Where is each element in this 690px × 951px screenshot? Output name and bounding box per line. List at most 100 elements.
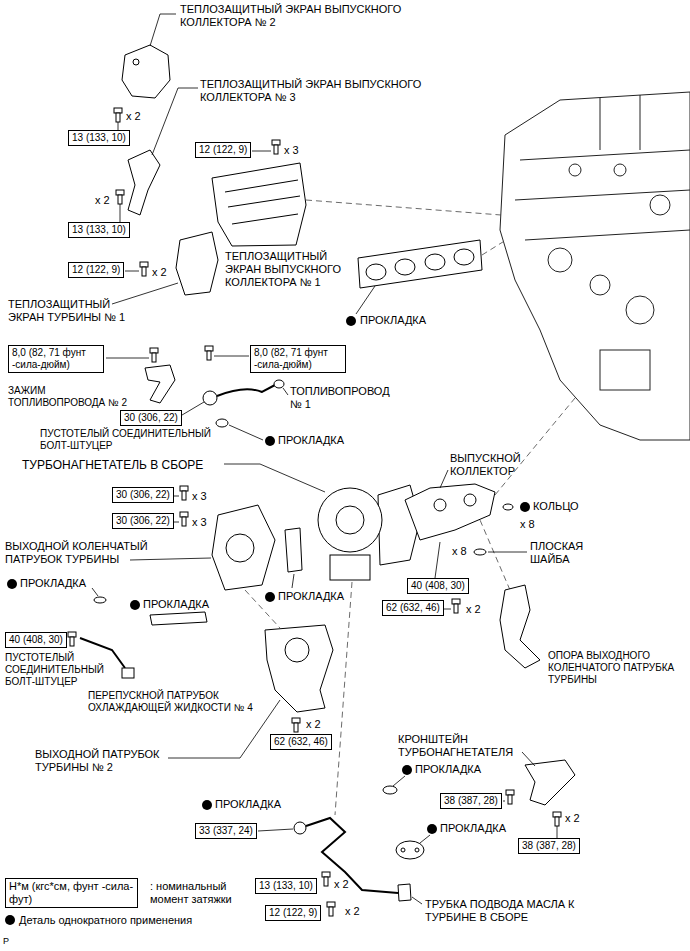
torque-box: 30 (306, 22): [112, 487, 174, 503]
torque-value: 30 (306, 22): [124, 412, 178, 424]
engine-block: [590, 275, 610, 295]
dashed-guide-line: [482, 240, 506, 255]
leader-line: [356, 286, 375, 314]
engine-block: [515, 95, 690, 240]
engine-block: [548, 248, 572, 272]
legend-row: Деталь однократного применения: [5, 914, 192, 926]
single-use-dot: [265, 436, 275, 446]
bolt-symbol: [140, 262, 148, 276]
part-label: ТОПЛИВОПРОВОД № 1: [290, 385, 398, 411]
single-use-dot: [265, 592, 275, 602]
gasket: [216, 419, 228, 427]
part-label: ЗАЖИМ ТОПЛИВОПРОВОДА № 2: [8, 385, 136, 409]
part-label: ПУСТОТЕЛЫЙ СОЕДИНИТЕЛЬНЫЙ БОЛТ-ШТУЦЕР: [5, 652, 115, 687]
bolt-symbol: [68, 108, 561, 916]
leader-line: [412, 897, 422, 904]
quantity-mark: x 3: [192, 516, 207, 529]
heat-shield: [128, 150, 160, 215]
leader-line: [488, 552, 527, 553]
gasket: [94, 240, 482, 859]
torque-value: 62 (632, 46): [386, 602, 440, 614]
turbine-outlet: [285, 638, 309, 662]
gasket: [383, 786, 397, 794]
bolt-symbol: [116, 190, 124, 204]
leader-line: [229, 425, 263, 440]
leader-line: [503, 801, 505, 802]
turbocharger: [318, 484, 513, 580]
part-label: ПРОКЛАДКА: [215, 798, 281, 811]
torque-box: 30 (306, 22): [120, 410, 182, 426]
turbine-outlet: [500, 585, 540, 668]
gasket: [454, 249, 474, 265]
leader-line: [118, 122, 119, 130]
heat-shield: [122, 45, 170, 98]
engine-block: [500, 92, 690, 440]
part-label: ТЕПЛОЗАЩИТНЫЙ ЭКРАН ТУРБИНЫ № 1: [8, 298, 138, 324]
torque-box: 30 (306, 22): [112, 513, 174, 529]
leader-line: [92, 588, 98, 596]
turbine-outlet: [226, 534, 254, 562]
gasket: [396, 841, 424, 859]
quantity-mark: x 2: [345, 905, 360, 918]
bolt-symbol: [272, 140, 280, 154]
torque-value: 30 (306, 22): [116, 489, 170, 501]
torque-value: 62 (632, 46): [274, 736, 328, 748]
bolt-symbol: [205, 346, 213, 360]
leader-line: [258, 829, 293, 831]
single-use-dot: [202, 800, 212, 810]
torque-box: 38 (387, 28): [440, 793, 502, 809]
bolt-symbol: [68, 632, 76, 646]
heat-shield: [212, 163, 306, 246]
torque-box: 8,0 (82, 71 фунт -сила-дюйм): [250, 345, 346, 373]
part-label: ТЕПЛОЗАЩИТНЫЙ ЭКРАН ВЫПУСКНОГО КОЛЛЕКТОР…: [180, 3, 420, 29]
turbocharger: [434, 499, 446, 511]
part-label: ПРОКЛАДКА: [415, 763, 481, 776]
dashed-guide-line: [480, 520, 510, 590]
oil-pipe: [306, 818, 398, 893]
gasket: [401, 848, 405, 852]
turbine-outlet: [80, 505, 540, 712]
torque-box: 12 (122, 9): [68, 262, 124, 278]
engine-block: [626, 296, 654, 324]
torque-value: 12 (122, 9): [199, 144, 247, 156]
bolt-symbol: [150, 348, 158, 362]
leader-line: [283, 388, 288, 395]
leader-line: [420, 835, 430, 843]
fuel-line: [217, 385, 275, 396]
engine-block: [600, 350, 650, 390]
gasket: [285, 528, 302, 572]
torque-value: 40 (408, 30): [9, 634, 63, 646]
torque-value: 40 (408, 30): [411, 580, 465, 592]
single-use-dot: [346, 316, 356, 326]
oil-pipe: [294, 822, 306, 834]
dashed-guide-line: [245, 200, 575, 815]
fuel-line: [274, 380, 284, 388]
leader-line: [152, 88, 198, 155]
part-label: ПРОКЛАДКА: [278, 434, 344, 447]
part-label: ПЕРЕПУСКНОЙ ПАТРУБОК ОХЛАЖДАЮЩЕЙ ЖИДКОСТ…: [88, 690, 258, 714]
torque-box: 8,0 (82, 71 фунт -сила-дюйм): [8, 345, 104, 373]
torque-box: 12 (122, 9): [265, 905, 321, 921]
engine-block: [569, 164, 581, 176]
part-label: ВЫХОДНОЙ ПАТРУБОК ТУРБИНЫ № 2: [35, 748, 195, 774]
part-label: ПРОКЛАДКА: [440, 822, 506, 835]
leader-line: [214, 356, 249, 357]
leader-line: [252, 151, 271, 152]
part-label: ТУРБОНАГНЕТАТЕЛЬ В СБОРЕ: [22, 458, 203, 472]
turbocharger: [503, 504, 513, 510]
part-label: ПЛОСКАЯ ШАЙБА: [530, 540, 610, 566]
torque-box: 62 (632, 46): [382, 600, 444, 616]
turbocharger: [336, 506, 364, 534]
turbocharger: [405, 484, 495, 540]
torque-box: 13 (133, 10): [68, 130, 130, 146]
dashed-guide-line: [306, 200, 501, 215]
torque-value: 30 (306, 22): [116, 515, 170, 527]
leader-line: [106, 358, 149, 359]
torque-value: 12 (122, 9): [269, 907, 317, 919]
dashed-guide-line: [495, 398, 575, 495]
gasket: [395, 259, 415, 275]
gasket: [415, 848, 419, 852]
quantity-mark: x 2: [306, 718, 321, 731]
heat-shield: [133, 59, 139, 65]
